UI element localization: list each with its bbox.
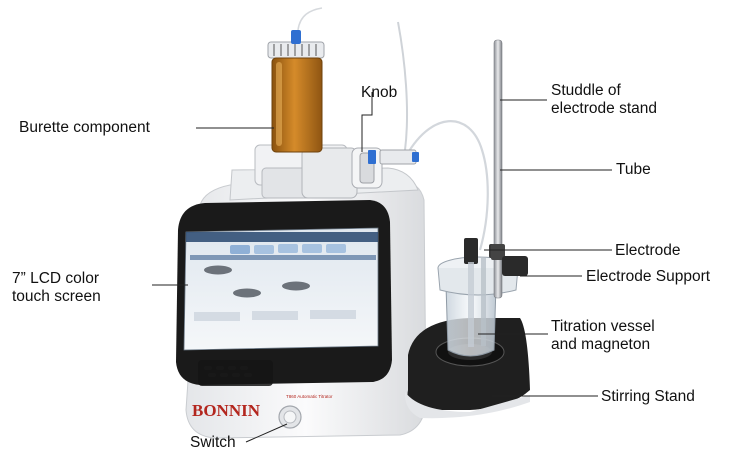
- label-knob: Knob: [361, 84, 398, 101]
- label-vessel-line1: Titration vessel: [551, 318, 655, 335]
- label-switch: Switch: [190, 434, 236, 451]
- label-lcd-line1: 7” LCD color: [12, 270, 99, 287]
- label-titration-vessel: Titration vessel and magneton: [551, 318, 655, 354]
- vent-grille: [198, 360, 273, 386]
- label-burette-component: Burette component: [19, 119, 150, 136]
- leader-switch: [245, 423, 288, 443]
- label-studdle: Studdle of electrode stand: [551, 82, 657, 118]
- label-electrode: Electrode: [615, 242, 681, 259]
- label-studdle-line1: Studdle of: [551, 82, 621, 99]
- burette-valve: [291, 30, 301, 44]
- label-tube: Tube: [616, 161, 651, 178]
- label-studdle-line2: electrode stand: [551, 100, 657, 117]
- model-label: T860 Automatic Titrator: [286, 394, 333, 399]
- label-stirring-stand: Stirring Stand: [601, 388, 695, 405]
- brand-logo: BONNIN: [192, 401, 261, 420]
- label-electrode-support: Electrode Support: [586, 268, 711, 285]
- burette-reagent: [271, 57, 323, 153]
- label-vessel-line2: and magneton: [551, 336, 651, 353]
- leader-lines: [152, 92, 612, 443]
- electrode-stand-rod: [493, 39, 503, 299]
- label-lcd-line2: touch screen: [12, 288, 101, 305]
- electrode: [464, 238, 478, 264]
- leader-knob: [361, 92, 373, 152]
- tube-line: [403, 120, 489, 251]
- label-lcd-screen: 7” LCD color touch screen: [12, 270, 101, 306]
